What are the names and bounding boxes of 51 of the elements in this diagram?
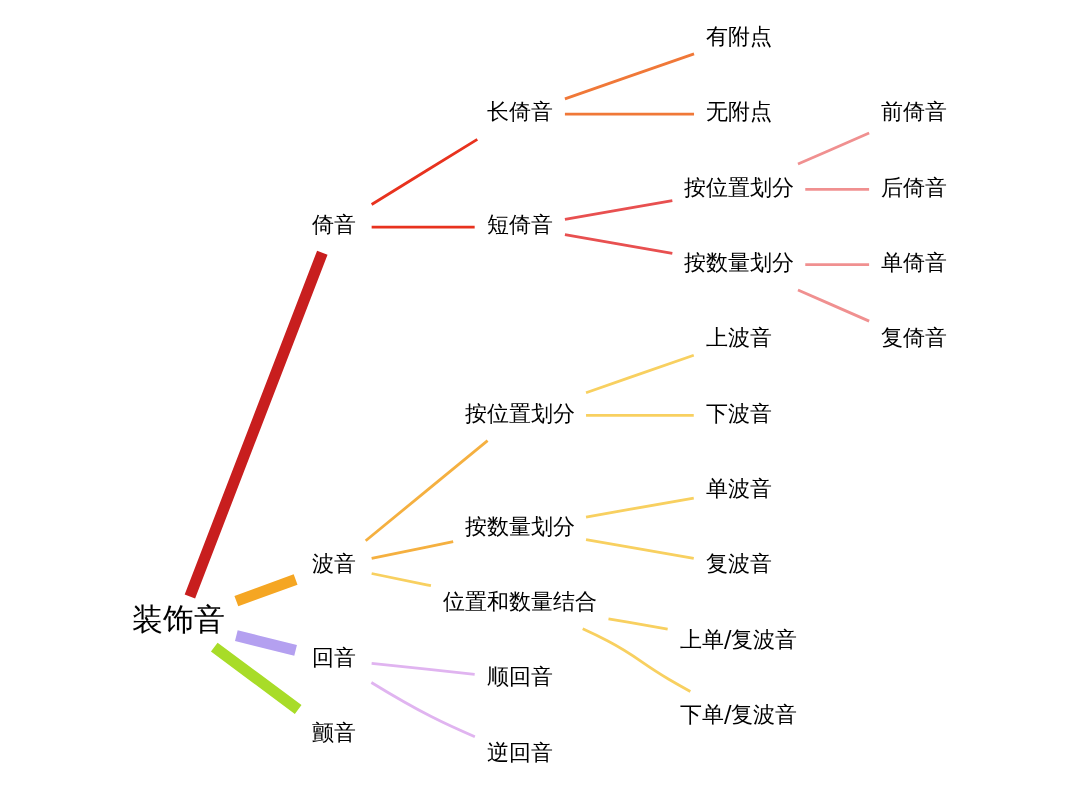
node-text: 短倚音 <box>486 211 553 238</box>
connector <box>210 642 302 714</box>
node-text: 复倚音 <box>880 324 947 351</box>
node-text: 后倚音 <box>880 173 947 200</box>
connector <box>564 112 695 116</box>
node-text: 前倚音 <box>880 98 947 125</box>
node-text: 逆回音 <box>486 738 553 765</box>
connector <box>805 188 870 191</box>
node-text: 下单/复波音 <box>679 700 798 727</box>
connector <box>564 199 673 221</box>
node-text: 按位置划分 <box>683 173 794 200</box>
connector <box>585 538 694 560</box>
connector <box>585 496 694 519</box>
connector <box>371 572 432 588</box>
node-text: 复波音 <box>705 550 772 577</box>
connector <box>370 681 476 739</box>
node-text: 位置和数量结合 <box>442 587 597 614</box>
node-text: 下波音 <box>705 399 772 426</box>
node-text: 无附点 <box>705 98 772 125</box>
connector <box>564 52 695 101</box>
connector <box>371 540 454 560</box>
node-text: 单波音 <box>705 474 772 501</box>
node-text: 装饰音 <box>132 601 226 637</box>
node-text: 波音 <box>311 550 356 577</box>
node-text: 回音 <box>311 643 356 670</box>
connector <box>234 574 298 607</box>
node-text: 有附点 <box>705 23 772 50</box>
connector <box>235 630 297 656</box>
node-text: 长倚音 <box>486 98 553 125</box>
node-text: 颤音 <box>311 719 356 746</box>
connector <box>805 263 870 267</box>
connector <box>797 288 870 323</box>
connector <box>370 138 479 206</box>
connector <box>371 661 475 676</box>
node-text: 按数量划分 <box>683 249 794 275</box>
node-text: 单倚音 <box>880 249 947 275</box>
connector <box>371 225 475 229</box>
connector <box>184 250 328 599</box>
connector <box>582 627 691 693</box>
node-text: 上波音 <box>705 324 772 351</box>
connector <box>586 413 694 417</box>
connector <box>564 233 673 255</box>
node-text: 顺回音 <box>486 663 553 690</box>
connector <box>797 131 870 166</box>
connector <box>608 617 668 631</box>
node-text: 倚音 <box>311 211 356 238</box>
connector <box>585 353 695 395</box>
node-text: 按数量划分 <box>464 512 575 539</box>
node-text: 按位置划分 <box>464 399 575 426</box>
node-text: 上单/复波音 <box>679 625 798 652</box>
connector <box>364 439 489 542</box>
